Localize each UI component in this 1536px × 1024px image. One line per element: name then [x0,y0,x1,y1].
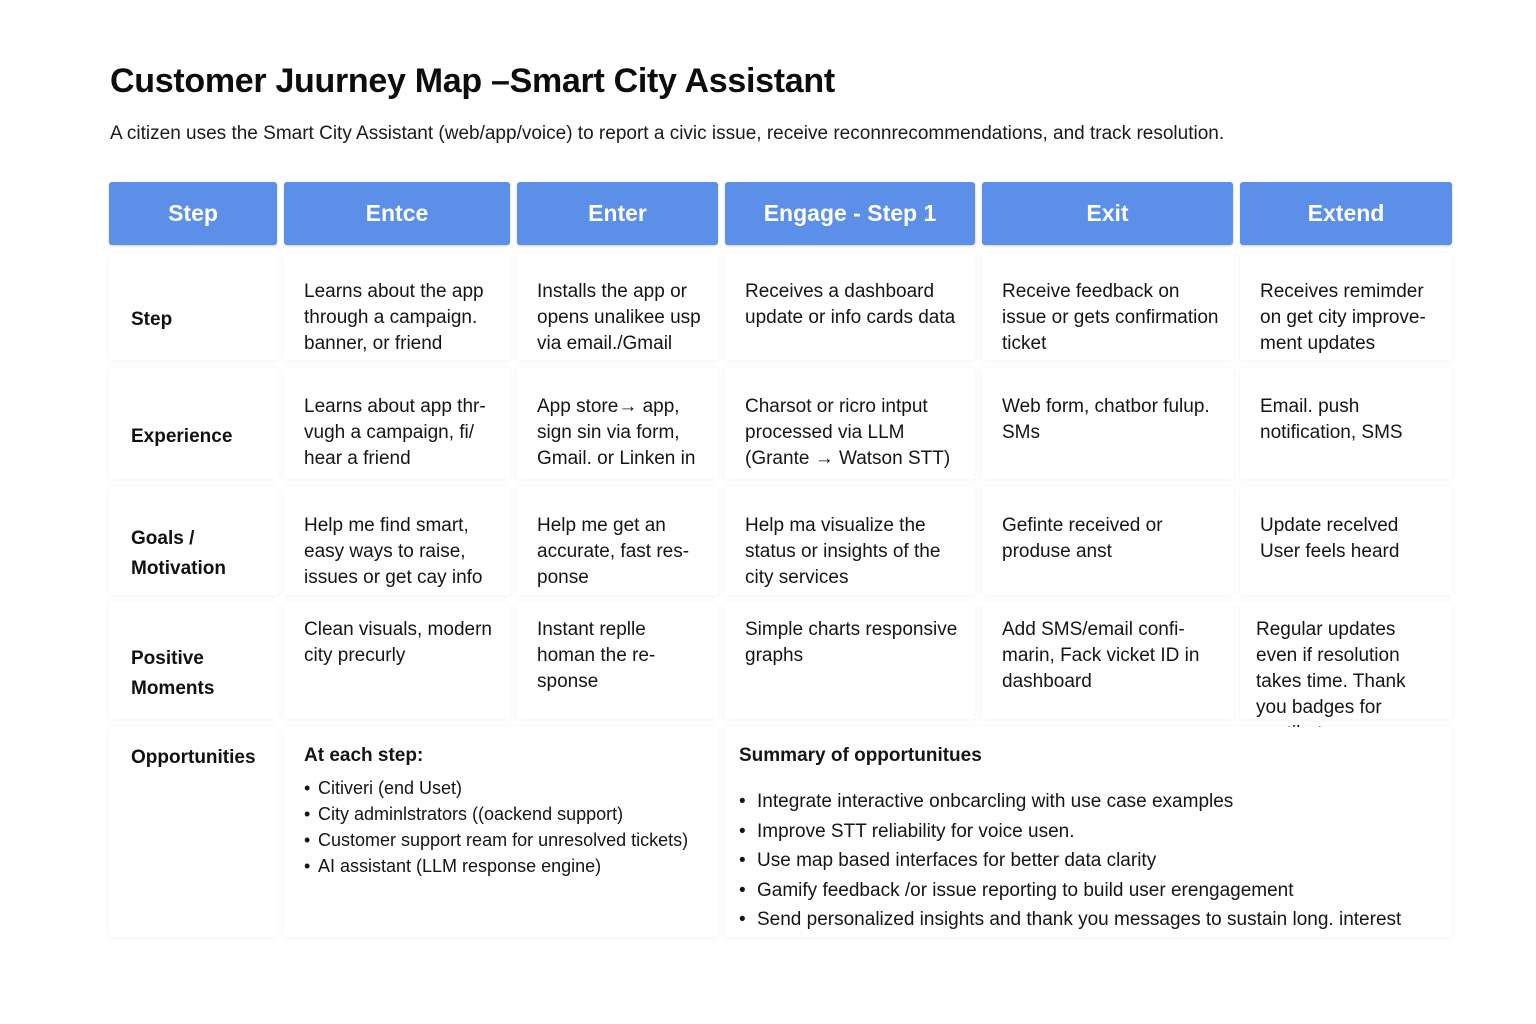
cell-positive-entice: Clean visuals, modern city precurly [284,603,510,719]
cell-positive-engage: Simple charts responsive graphs [725,603,975,719]
cell-step-engage: Receives a dashboard update or info card… [725,253,975,360]
list-item: Customer support ream for unresolved tic… [304,827,702,853]
row-label-opportunities: Opportunities [109,727,277,937]
header-engage: Engage - Step 1 [725,182,975,245]
list-item: Improve STT reliability for voice usen. [739,817,1436,847]
header-step: Step [109,182,277,245]
cell-goals-entice: Help me find smart, easy ways to raise, … [284,487,510,595]
opportunities-left-heading: At each step: [304,745,424,766]
opportunities-left-list: Citiveri (end Uset) City adminlstrators … [304,775,702,879]
cell-step-extend: Receives remimder on get city improve-me… [1240,253,1452,360]
cell-experience-entice: Learns about app thr-vugh a campaign, fi… [284,368,510,479]
cell-experience-enter: App store→ app, sign sin via form, Gmail… [517,368,718,479]
header-extend: Extend [1240,182,1452,245]
opportunities-at-each-step: At each step: Citiveri (end Uset) City a… [284,727,718,937]
cell-positive-enter: Instant replle homan the re-sponse [517,603,718,719]
page-subtitle: A citizen uses the Smart City Assistant … [110,123,1225,144]
list-item: Citiveri (end Uset) [304,775,702,801]
cell-step-enter: Installs the app or opens unalikee usp v… [517,253,718,360]
cell-step-entice: Learns about the app through a campaign.… [284,253,510,360]
cell-positive-exit: Add SMS/email confi-marin, Fack vicket I… [982,603,1233,719]
cell-goals-extend: Update recelved User feels heard [1240,487,1452,595]
header-entice: Entce [284,182,510,245]
list-item: Gamify feedback /or issue reporting to b… [739,876,1436,906]
cell-experience-engage: Charsot or ricro intput processed via LL… [725,368,975,479]
list-item: Use map based interfaces for better data… [739,846,1436,876]
row-label-positive-moments: Positive Moments [109,603,277,719]
header-enter: Enter [517,182,718,245]
opportunities-summary: Summary of opportunitues Integrate inter… [725,727,1452,937]
cell-goals-engage: Help ma visualize the status or insights… [725,487,975,595]
cell-experience-extend: Email. push notification, SMS [1240,368,1452,479]
cell-goals-enter: Help me get an accurate, fast res-ponse [517,487,718,595]
opportunities-right-list: Integrate interactive onbcarcling with u… [739,787,1436,935]
cell-positive-extend: Regular updates even if resolution takes… [1240,603,1452,744]
page-title: Customer Juurney Map –Smart City Assista… [110,62,835,100]
cell-step-exit: Receive feedback on issue or gets confir… [982,253,1233,360]
list-item: AI assistant (LLM response engine) [304,853,702,879]
cell-experience-exit: Web form, chatbor fulup. SMs [982,368,1233,479]
journey-map-grid: Step Entce Enter Engage - Step 1 Exit Ex… [109,182,1452,960]
row-label-goals: Goals / Motivation [109,487,277,595]
cell-goals-exit: Gefinte received or produse anst [982,487,1233,595]
list-item: Integrate interactive onbcarcling with u… [739,787,1436,817]
header-exit: Exit [982,182,1233,245]
list-item: Send personalized insights and thank you… [739,905,1436,935]
opportunities-right-heading: Summary of opportunitues [739,745,982,766]
row-label-step: Step [109,253,277,360]
row-label-experience: Experience [109,368,277,479]
list-item: City adminlstrators ((oackend support) [304,801,702,827]
